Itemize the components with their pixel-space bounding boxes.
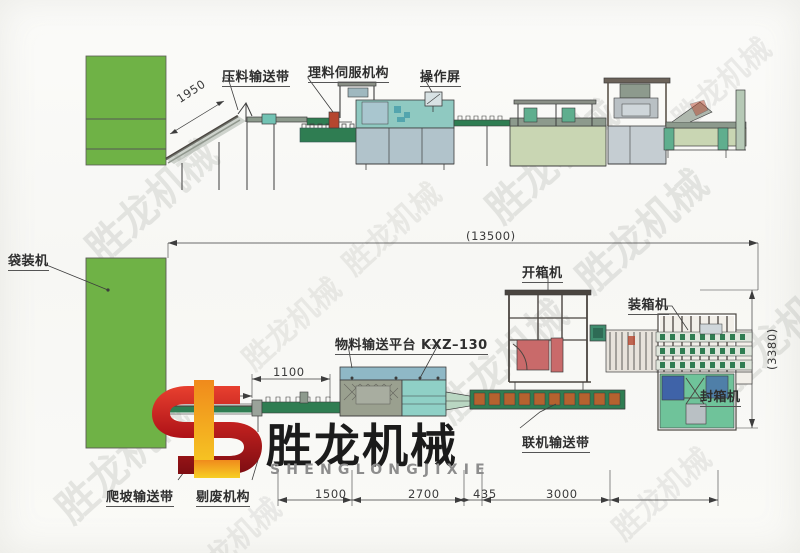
dimension-dim-1950: 1950	[174, 76, 209, 106]
dimension-dim-2700: 2700	[408, 487, 440, 501]
top-main-machine	[355, 99, 455, 170]
logo-brand-cn: 胜龙机械	[266, 419, 458, 473]
top-dim-1950-line	[169, 100, 225, 135]
dimension-dim-overall-length: (13500)	[466, 229, 516, 243]
logo-brand-en: SHENGLONGJIXIE	[270, 462, 491, 478]
dim-13500-line	[167, 240, 759, 290]
bottom-case-sealer	[655, 323, 753, 385]
label-material-platform: 物料输送平台 KXZ–130	[335, 334, 488, 355]
label-operation-panel: 操作屏	[420, 66, 461, 87]
label-servo-mechanism: 理料伺服机构	[308, 62, 390, 83]
top-servo-gantry	[337, 81, 377, 118]
bottom-link-conveyor	[469, 389, 626, 410]
dimension-dim-overall-depth: (3380)	[765, 328, 779, 370]
dimension-dim-435: 435	[473, 487, 497, 501]
top-bagging-machine-block	[85, 55, 167, 166]
sl-monogram-icon	[152, 380, 262, 478]
top-case-packer-frame	[603, 77, 671, 165]
dimension-dim-1100: 1100	[273, 365, 305, 379]
bottom-box-magazine	[605, 329, 659, 373]
sealer-roller-bed	[655, 331, 753, 371]
bottom-dimension-chain	[277, 470, 719, 506]
company-logo: 胜龙机械 SHENGLONGJIXIE	[144, 374, 494, 486]
dimension-dim-3000: 3000	[546, 487, 578, 501]
label-link-conveyor: 联机输送带	[522, 432, 590, 453]
label-case-sealer: 封箱机	[700, 386, 741, 407]
top-leader-lines	[222, 76, 433, 113]
top-case-erector-station	[509, 99, 607, 167]
top-operation-screen	[424, 91, 443, 112]
dimension-dim-1500: 1500	[315, 487, 347, 501]
bottom-material-platform	[339, 366, 447, 417]
label-reject-mechanism: 剔废机构	[196, 486, 251, 507]
label-bagging-machine: 袋装机	[8, 250, 49, 271]
label-case-packer: 装箱机	[628, 294, 669, 315]
top-sealer-outfeed	[663, 89, 747, 158]
label-case-erector: 开箱机	[522, 262, 563, 283]
label-press-conveyor: 压料输送带	[222, 66, 290, 87]
label-incline-conveyor: 爬坡输送带	[106, 486, 174, 507]
top-incline-conveyor	[165, 102, 275, 190]
